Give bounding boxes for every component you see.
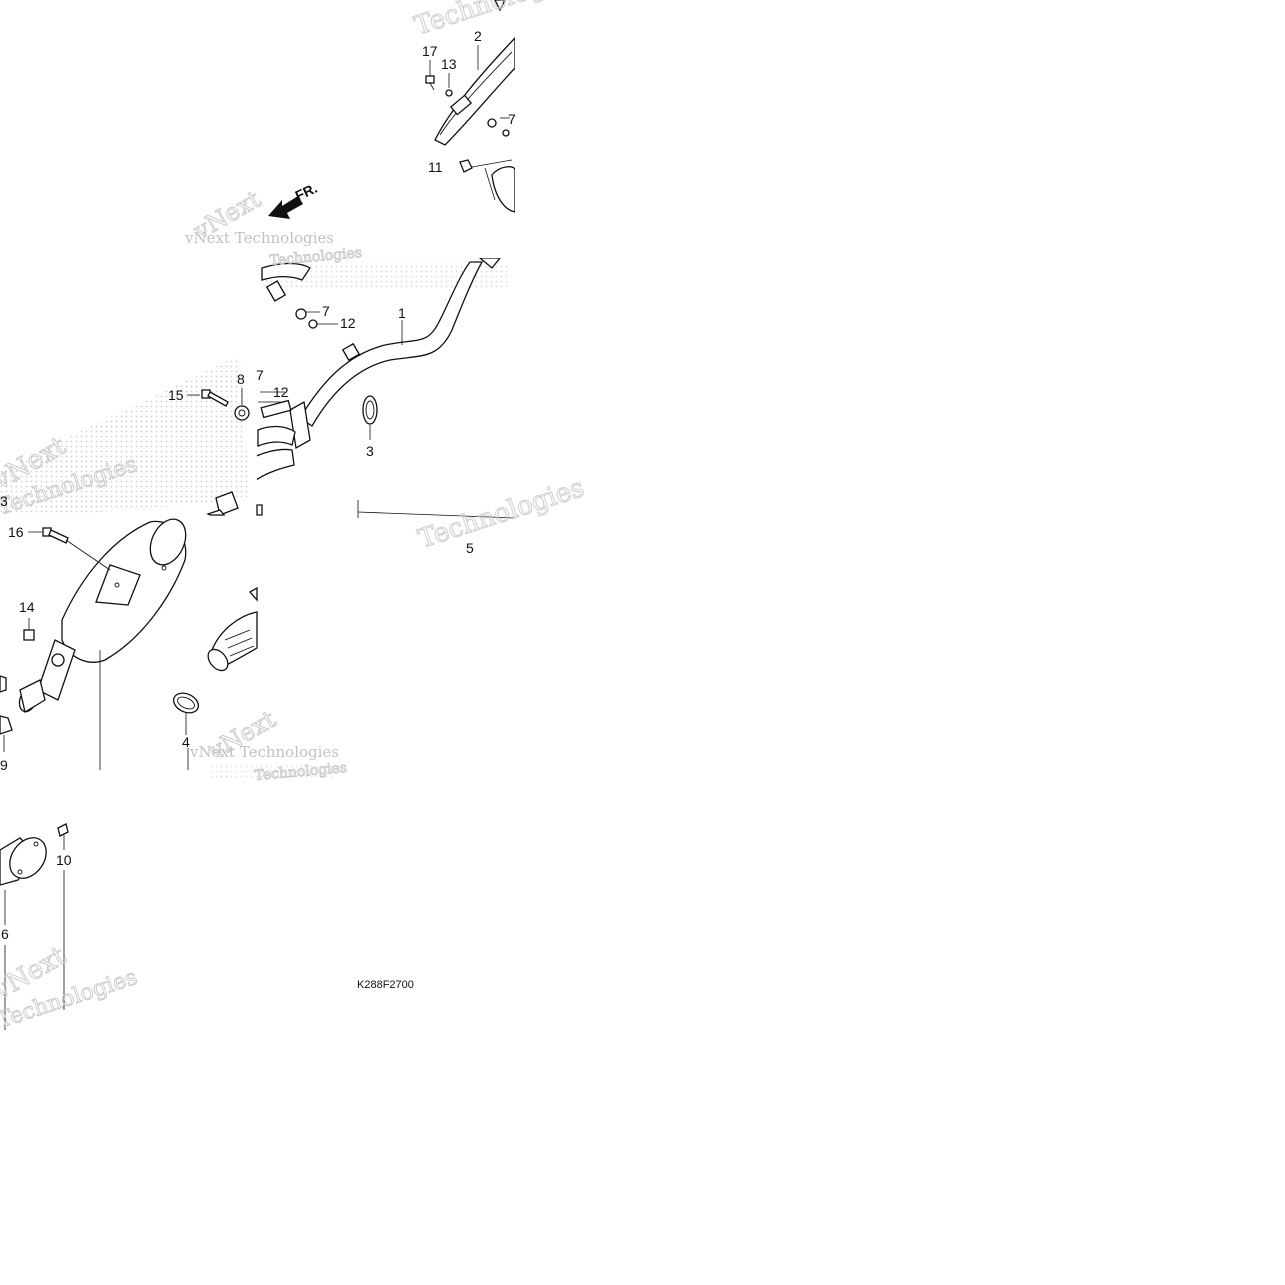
front-arrow-icon <box>268 196 303 219</box>
callout-7a: 7 <box>508 111 516 127</box>
callout-4: 4 <box>182 734 190 750</box>
gasket-4 <box>172 692 200 714</box>
callout-12b: 12 <box>273 384 289 400</box>
callout-17: 17 <box>422 43 438 59</box>
svg-text:vNext Technologies: vNext Technologies <box>184 229 334 247</box>
diagram-code: K288F2700 <box>357 979 414 991</box>
svg-text:vNext Technologies: vNext Technologies <box>189 743 339 761</box>
heat-shield-upper-fragment <box>434 0 515 213</box>
callout-16: 16 <box>8 524 24 540</box>
leader-5 <box>357 511 516 519</box>
callout-13: 13 <box>441 56 457 72</box>
callout-7b: 7 <box>322 303 330 319</box>
muffler <box>18 518 187 714</box>
front-marker: FR. <box>293 180 320 204</box>
callout-7c: 7 <box>256 367 264 383</box>
bolt-15 <box>201 389 229 407</box>
svg-text:Technologies: Technologies <box>415 473 588 555</box>
leader-11 <box>471 159 513 201</box>
callout-3b: 3 <box>0 493 8 509</box>
callout-14: 14 <box>19 599 35 615</box>
callout-1: 1 <box>398 305 406 321</box>
callout-6: 6 <box>1 926 9 942</box>
leader-4 <box>185 712 189 770</box>
callout-3: 3 <box>366 443 374 459</box>
tail-pipe-6 <box>0 837 47 886</box>
callout-10: 10 <box>56 852 72 868</box>
bolt-17 <box>425 75 435 91</box>
callout-2: 2 <box>474 28 482 44</box>
leader-7b-12a <box>305 311 338 325</box>
callout-labels: 17 13 2 7 11 1 7 12 3 15 8 7 12 3 5 16 1… <box>0 28 516 942</box>
leader-8-7c-12b <box>241 388 285 405</box>
spark-arrester <box>207 586 258 672</box>
nut-8 <box>234 405 250 421</box>
callout-15: 15 <box>168 387 184 403</box>
callout-12a: 12 <box>340 315 356 331</box>
leader-16 <box>28 531 111 571</box>
washer-13 <box>445 89 453 97</box>
bolt-14 <box>23 618 35 641</box>
watermarks: Technologies vNext vNext Technologies Te… <box>0 0 588 1034</box>
callout-9: 9 <box>0 757 8 773</box>
pipe-fragment <box>206 491 263 516</box>
cap-nut-11 <box>459 159 473 173</box>
svg-text:Technologies: Technologies <box>254 760 348 784</box>
gasket-3 <box>362 395 378 425</box>
bolt-16 <box>42 527 69 544</box>
svg-text:Technologies: Technologies <box>411 0 584 42</box>
part-9-fragment <box>0 675 13 735</box>
callout-11: 11 <box>428 159 443 175</box>
screw-10 <box>57 823 69 837</box>
exhaust-pipe-1 <box>257 258 501 481</box>
callout-8: 8 <box>237 371 245 387</box>
callout-5: 5 <box>466 540 474 556</box>
